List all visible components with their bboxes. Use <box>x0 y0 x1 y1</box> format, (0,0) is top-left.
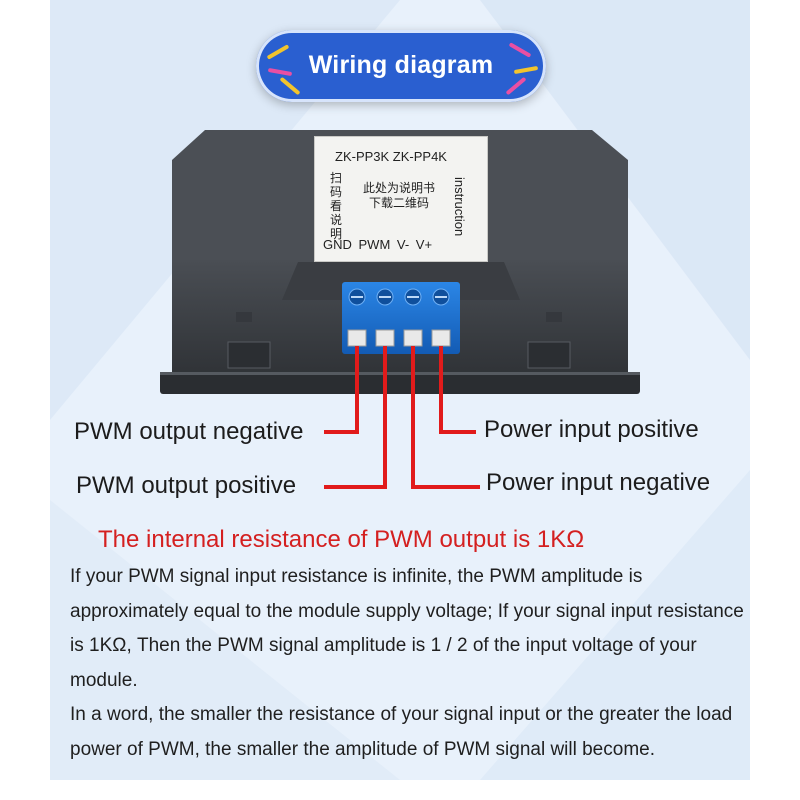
label-power-input-positive: Power input positive <box>484 416 699 443</box>
instruction-text: instruction <box>452 177 467 237</box>
qr-placeholder-text: 此处为说明书下载二维码 <box>362 181 435 210</box>
page-title: Wiring diagram <box>308 51 494 79</box>
label-power-input-negative: Power input negative <box>486 469 711 496</box>
red-wires <box>324 346 480 489</box>
explanation-paragraph-2: In a word, the smaller the resistance of… <box>70 704 733 760</box>
title-badge: Wiring diagram <box>256 30 546 102</box>
explanation-paragraph-1: If your PWM signal input resistance is i… <box>70 566 744 691</box>
label-pwm-output-positive: PWM output positive <box>76 472 297 499</box>
scan-hint-text: 扫码看说明 <box>329 171 342 241</box>
model-numbers: ZK-PP3K ZK-PP4K <box>335 149 447 164</box>
label-pwm-output-negative: PWM output negative <box>74 418 304 445</box>
device-label-sticker: ZK-PP3K ZK-PP4K 扫码看说明 此处为说明书下载二维码 instru… <box>314 136 488 262</box>
resistance-note-title: The internal resistance of PWM output is… <box>98 526 585 553</box>
pin-labels: GND PWM V- V+ <box>323 237 433 252</box>
